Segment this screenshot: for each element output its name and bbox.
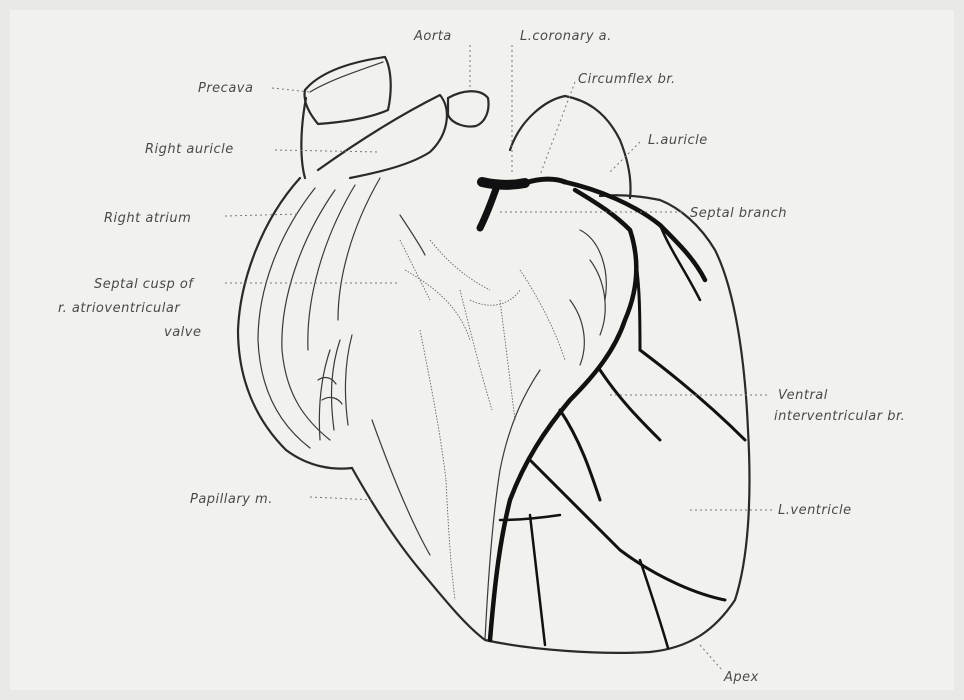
label-l-coronary: L.coronary a. bbox=[520, 29, 612, 44]
lv-branch-4 bbox=[560, 410, 600, 500]
label-aorta: Aorta bbox=[413, 29, 452, 44]
papillary-strand-4 bbox=[318, 377, 336, 384]
papillary-strand-6 bbox=[400, 215, 425, 255]
label-septal-cusp-line2: r. atrioventricular bbox=[58, 301, 181, 316]
coronary-vessels bbox=[480, 179, 745, 648]
label-precava: Precava bbox=[198, 81, 253, 96]
label-l-auricle: L.auricle bbox=[648, 133, 708, 148]
label-ventral-line2: interventricular br. bbox=[774, 409, 905, 424]
labels: Aorta L.coronary a. Circumflex br. Preca… bbox=[58, 29, 905, 685]
label-septal-branch: Septal branch bbox=[690, 206, 787, 221]
right-auricle-lobe bbox=[318, 95, 447, 178]
label-papillary: Papillary m. bbox=[190, 492, 273, 507]
precava-vessel bbox=[305, 57, 391, 124]
valve-detail-4 bbox=[460, 290, 492, 410]
lv-curl-3 bbox=[570, 300, 584, 365]
label-circumflex: Circumflex br. bbox=[578, 72, 676, 87]
lv-branch-7 bbox=[530, 515, 545, 645]
lv-curl-2 bbox=[590, 260, 605, 335]
label-ventral-line1: Ventral bbox=[778, 388, 828, 403]
right-auricle-leader bbox=[275, 150, 380, 152]
right-atrium-leader bbox=[225, 214, 300, 216]
l-auricle-leader bbox=[610, 142, 640, 172]
aorta-stub bbox=[448, 91, 489, 126]
valve-detail-3 bbox=[430, 240, 490, 290]
label-apex: Apex bbox=[723, 670, 759, 685]
right-atrium-band-outer bbox=[238, 178, 352, 469]
label-right-atrium: Right atrium bbox=[104, 211, 191, 226]
lv-branch-3 bbox=[600, 370, 660, 440]
precava-left-wall bbox=[301, 98, 306, 178]
papillary-leader bbox=[310, 497, 375, 500]
right-atrium-band-3 bbox=[308, 185, 355, 350]
papillary-strand-2 bbox=[332, 340, 340, 430]
valve-detail-2 bbox=[405, 270, 470, 340]
valve-detail-5 bbox=[420, 330, 446, 480]
valve-detail-6 bbox=[446, 480, 455, 600]
lv-branch-5 bbox=[530, 460, 725, 600]
valve-detail-8 bbox=[520, 270, 565, 360]
valve-detail-1 bbox=[400, 240, 430, 300]
apex-leader bbox=[700, 645, 722, 670]
label-septal-cusp-line3: valve bbox=[164, 325, 201, 340]
l-coronary-trunk bbox=[482, 182, 525, 185]
right-atrium-band-4 bbox=[338, 178, 380, 320]
septal-branch-vessel bbox=[480, 186, 497, 228]
ventricle-inner-edge bbox=[372, 420, 430, 555]
valve-detail-7 bbox=[500, 300, 515, 420]
valve-detail-9 bbox=[470, 290, 520, 305]
label-l-ventricle: L.ventricle bbox=[778, 503, 852, 518]
papillary-strand-3 bbox=[345, 335, 352, 425]
papillary-strand-1 bbox=[319, 350, 330, 440]
label-right-auricle: Right auricle bbox=[145, 142, 234, 157]
right-atrium-band-2 bbox=[282, 190, 335, 440]
circumflex-stub bbox=[525, 179, 565, 183]
label-septal-cusp-line1: Septal cusp of bbox=[94, 277, 195, 292]
